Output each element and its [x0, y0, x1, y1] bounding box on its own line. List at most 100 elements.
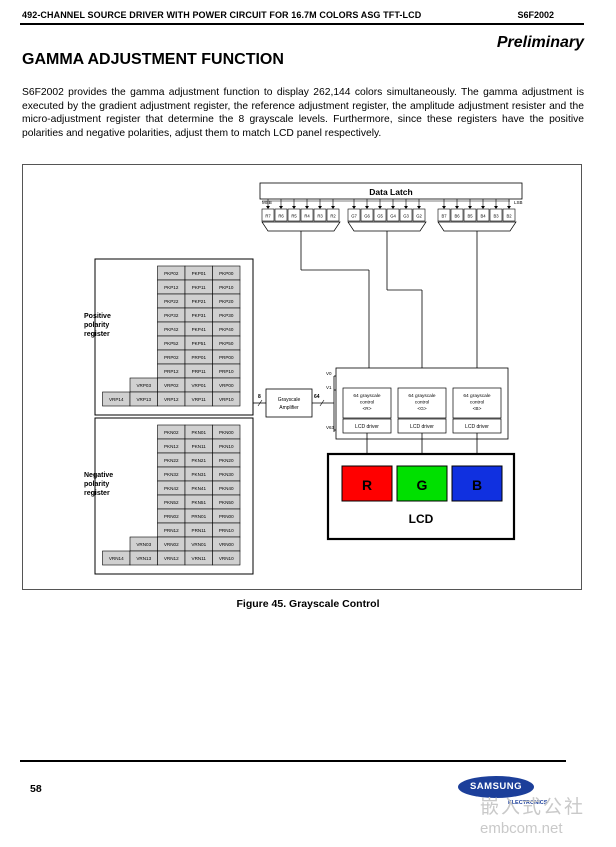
latch-bit-b1	[450, 208, 464, 222]
arrow-head-icon	[378, 206, 382, 209]
negative-reg-cell-label: PKN31	[191, 472, 206, 477]
control-block-label: 64 grayscale	[463, 393, 491, 399]
grayscale-control-block	[452, 387, 502, 419]
positive-panel-label-0: Positive	[84, 313, 111, 320]
negative-panel-label-0: Negative	[84, 472, 113, 479]
positive-reg-cell-label: PRP02	[164, 355, 179, 360]
watermark-url: embcom.net	[480, 820, 563, 837]
positive-reg-cell-label: VRP01	[191, 383, 206, 388]
positive-panel-label-2: register	[84, 331, 110, 338]
data-latch-label: Data Latch	[369, 187, 412, 197]
samsung-logo-subtitle: ELECTRONICS	[508, 800, 548, 806]
latch-bit-b3	[476, 208, 490, 222]
section-title: GAMMA ADJUSTMENT FUNCTION	[22, 51, 284, 68]
negative-reg-cell-label: PKN20	[219, 458, 234, 463]
amplifier-label-0: Grayscale	[278, 397, 301, 403]
latch-bit-b5	[502, 208, 516, 222]
mux-funnel-r	[261, 221, 341, 232]
latch-bit-b4	[489, 208, 503, 222]
latch-bit-g3	[386, 208, 400, 222]
latch-bit-label-r5: R2	[330, 214, 336, 219]
positive-reg-cell-label: PKP20	[219, 299, 234, 304]
lcd-cell-label-R: R	[362, 477, 372, 493]
arrow-head-icon	[455, 206, 459, 209]
positive-reg-cell-label: PKP40	[219, 327, 234, 332]
positive-reg-cell-label: PKP31	[192, 313, 207, 318]
latch-bit-g1	[360, 208, 374, 222]
positive-reg-cell-label: VRP12	[164, 397, 179, 402]
latch-bit-r0	[261, 208, 275, 222]
positive-reg-cell-label: PKP12	[164, 285, 179, 290]
arrow-head-icon	[468, 206, 472, 209]
latch-bit-label-r1: R6	[278, 214, 284, 219]
latch-bit-label-g3: G4	[390, 214, 396, 219]
control-block-label: 64 grayscale	[408, 393, 436, 399]
positive-reg-cell-label: PRP12	[164, 369, 179, 374]
positive-reg-cell-label: VRP11	[192, 397, 207, 402]
negative-reg-cell-label: PRN00	[219, 514, 234, 519]
positive-reg-cell-label: VRP02	[164, 383, 179, 388]
control-block-label: 64 grayscale	[353, 393, 381, 399]
grayscale-control-block	[397, 387, 447, 419]
negative-reg-cell-label: PKN21	[191, 458, 206, 463]
lcd-driver-label: LCD driver	[355, 424, 379, 430]
latch-bit-g0	[347, 208, 361, 222]
positive-reg-cell-label: PKP41	[192, 327, 207, 332]
header-rule	[20, 23, 584, 25]
vg-label-2: V63	[326, 425, 335, 430]
arrow-head-icon	[442, 206, 446, 209]
latch-bit-g2	[373, 208, 387, 222]
negative-reg-cell-label: VRN03	[136, 542, 151, 547]
arrow-head-icon	[292, 206, 296, 209]
latch-bit-label-b4: B3	[493, 214, 499, 219]
control-block-label: <R>	[362, 406, 371, 412]
vg-label-1: V1	[326, 385, 332, 390]
arrow-head-icon	[266, 206, 270, 209]
negative-reg-cell-label: VRN13	[136, 556, 151, 561]
negative-reg-cell-label: PRN01	[191, 514, 206, 519]
arrow-head-icon	[305, 206, 309, 209]
positive-reg-cell-label: PRP10	[219, 369, 234, 374]
latch-bit-label-g4: G3	[403, 214, 409, 219]
negative-reg-cell-label: VRN10	[219, 556, 234, 561]
latch-bit-r2	[287, 208, 301, 222]
negative-reg-cell-label: PKN11	[192, 444, 207, 449]
negative-reg-cell-label: PKN41	[191, 486, 206, 491]
latch-bit-label-r2: R5	[291, 214, 297, 219]
latch-bit-label-r4: R3	[317, 214, 323, 219]
arrow-head-icon	[481, 206, 485, 209]
mux-funnel-b	[437, 221, 517, 232]
positive-reg-cell-label: PKP42	[164, 327, 179, 332]
amplifier-label-1: Amplifier	[279, 405, 299, 411]
positive-reg-cell-label: VRP13	[136, 397, 151, 402]
latch-bit-label-g5: G2	[416, 214, 422, 219]
arrow-head-icon	[404, 206, 408, 209]
grayscale-control-block	[342, 387, 392, 419]
vg-label-0: V0	[326, 371, 332, 376]
lcd-cell-G	[396, 465, 448, 502]
watermark-chinese: 嵌入式公社	[480, 796, 586, 818]
latch-bit-label-b5: B2	[506, 214, 512, 219]
negative-reg-cell-label: PKN22	[164, 458, 179, 463]
negative-reg-cell-label: PRN10	[219, 528, 234, 533]
positive-reg-cell-label: PKP50	[219, 341, 234, 346]
page-number: 58	[30, 783, 42, 795]
latch-bit-g5	[412, 208, 426, 222]
latch-bit-b0	[437, 208, 451, 222]
header-part-number: S6F2002	[517, 10, 554, 20]
latch-bit-b2	[463, 208, 477, 222]
negative-reg-cell-label: PKN02	[164, 430, 179, 435]
negative-reg-cell-label: VRN00	[219, 542, 234, 547]
arrow-head-icon	[279, 206, 283, 209]
arrow-head-icon	[352, 206, 356, 209]
negative-reg-cell-label: PKN51	[191, 500, 206, 505]
figure-frame	[22, 164, 582, 590]
negative-reg-cell-label: VRN14	[109, 556, 124, 561]
positive-reg-cell-label: PRP00	[219, 355, 234, 360]
latch-bit-label-g1: G6	[364, 214, 370, 219]
lcd-label: LCD	[409, 512, 434, 526]
positive-reg-cell-label: PKP51	[192, 341, 207, 346]
data-latch-box	[259, 182, 523, 200]
negative-reg-cell-label: PRN11	[192, 528, 207, 533]
positive-reg-cell-label: PKP21	[192, 299, 207, 304]
